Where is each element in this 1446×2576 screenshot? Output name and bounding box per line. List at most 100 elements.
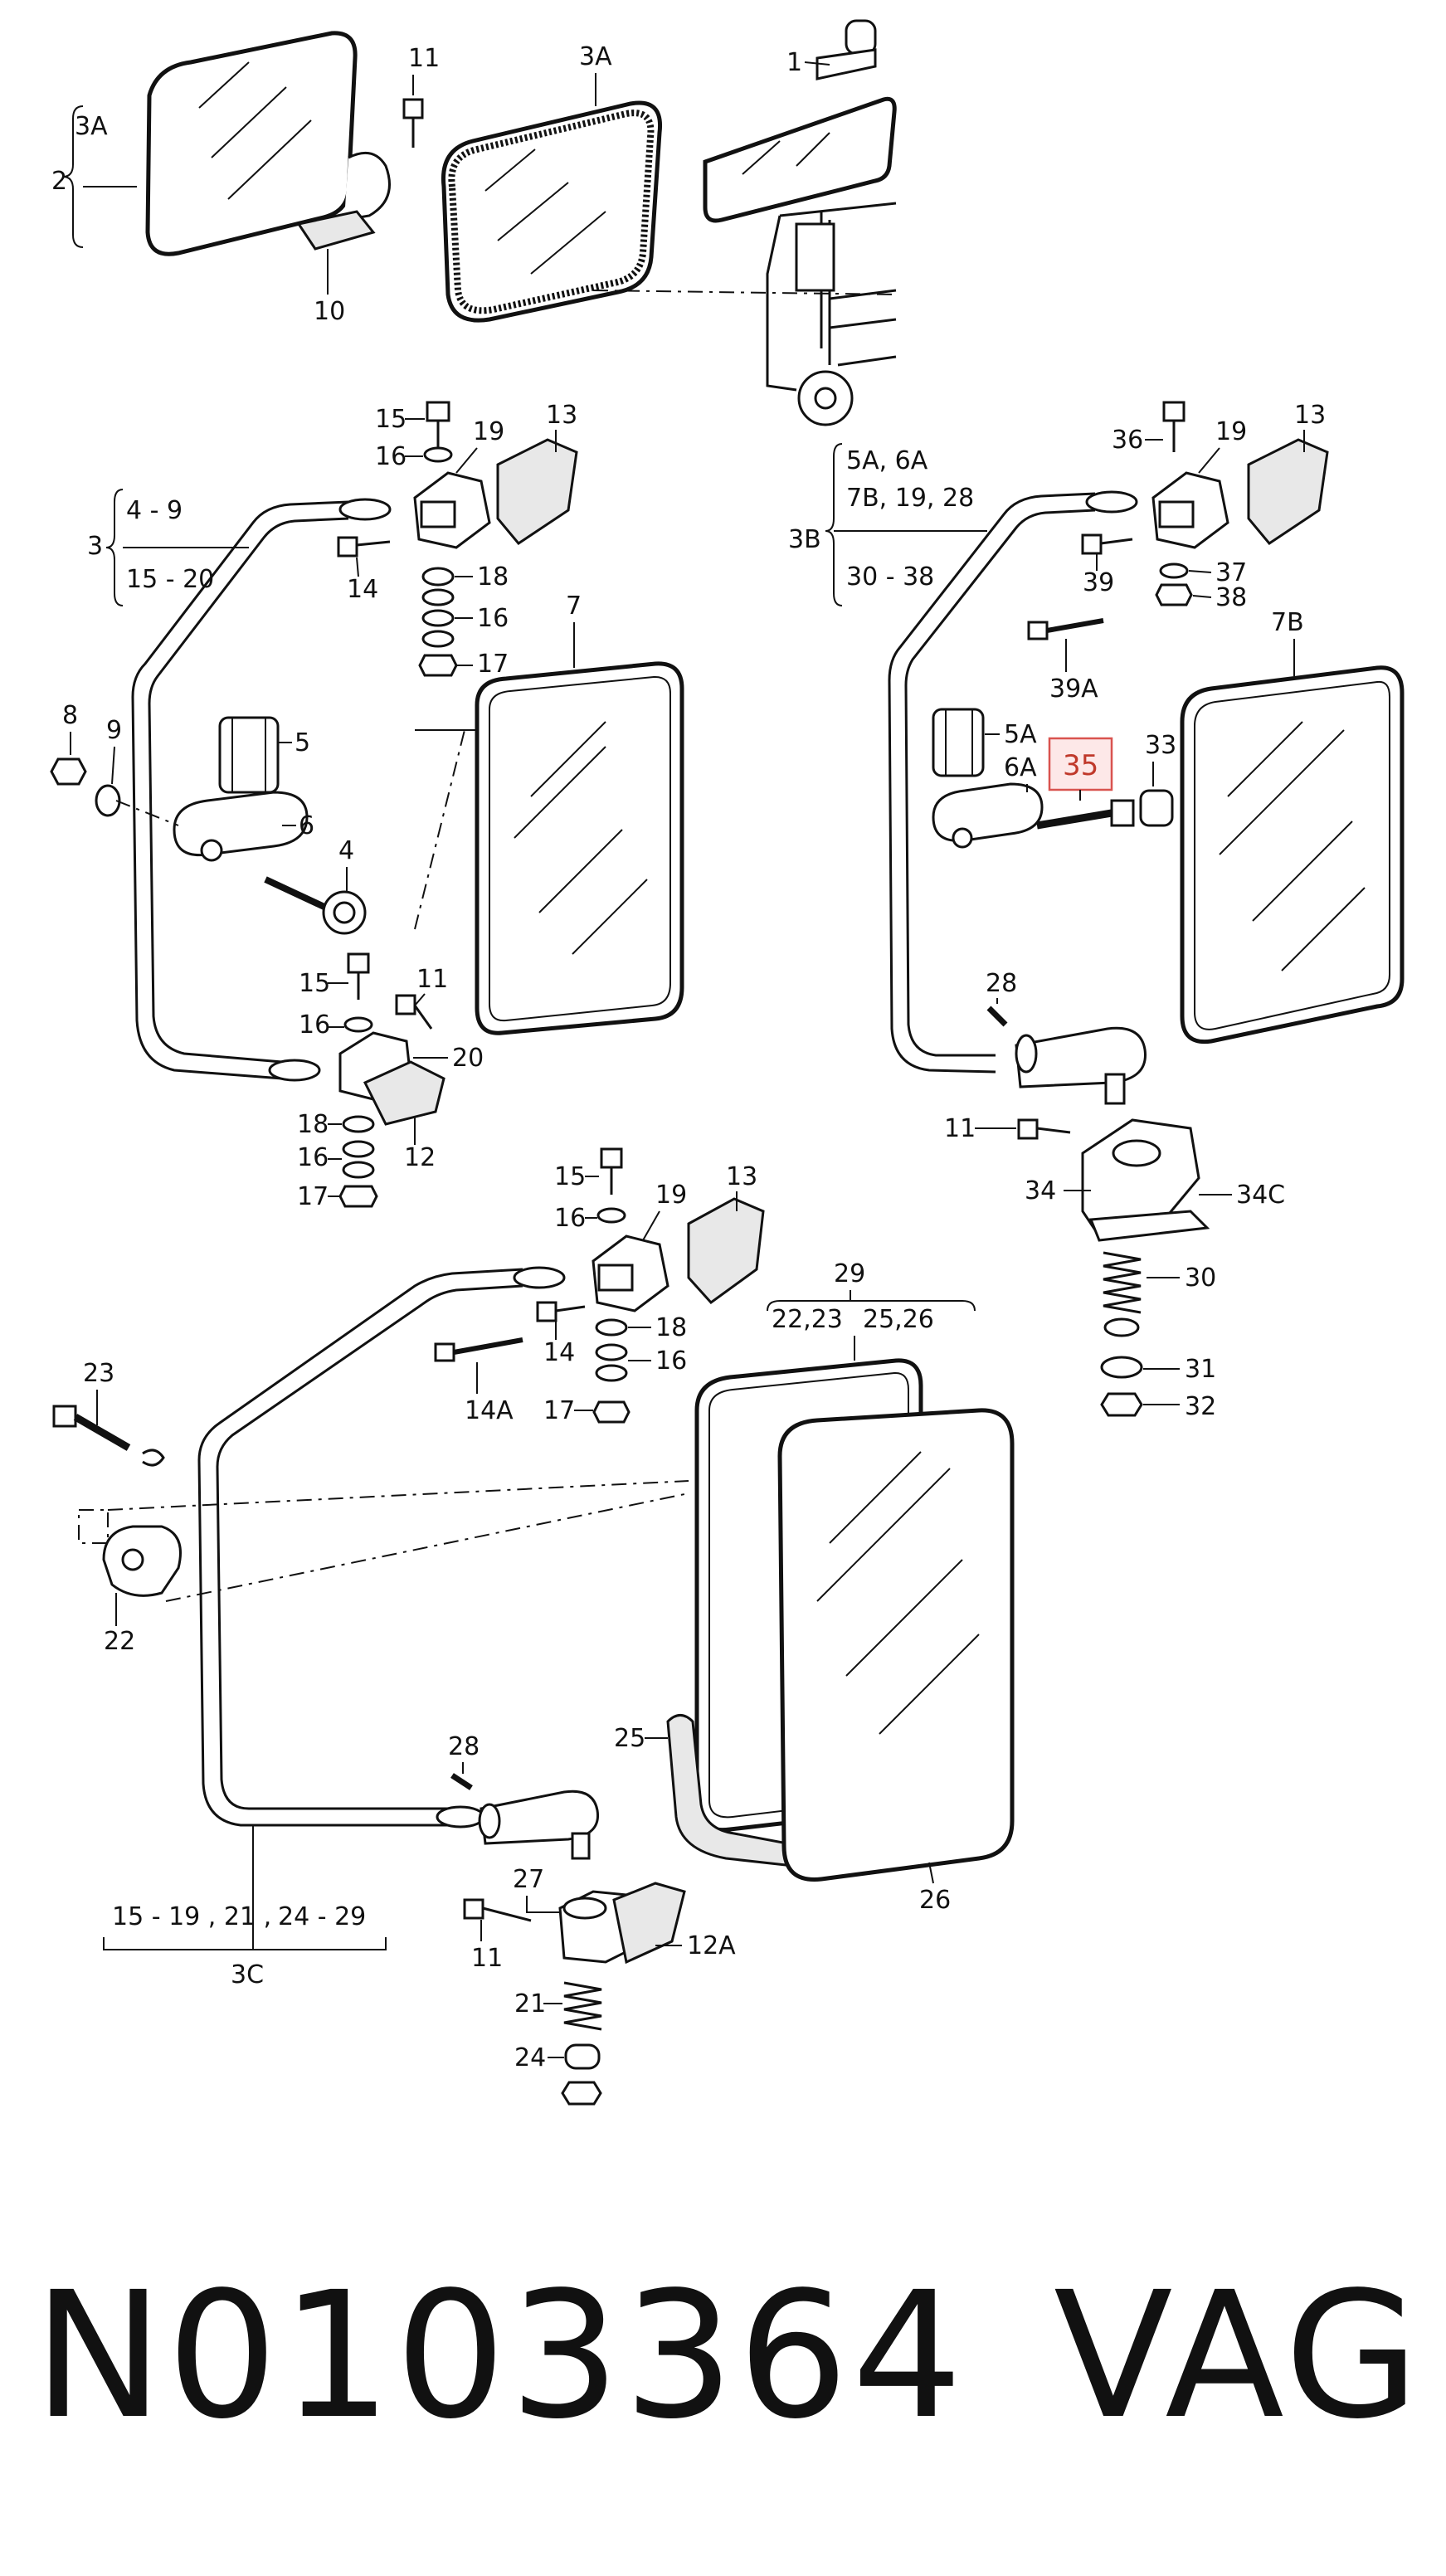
label-16c: 16 <box>299 1010 330 1040</box>
label-6A: 6A <box>1004 753 1037 782</box>
screw-14a <box>337 536 391 558</box>
label-3C: 3C <box>231 1960 264 1989</box>
brand-name: VAG <box>1054 2254 1423 2457</box>
label-15c: 15 <box>554 1162 586 1191</box>
spring-30 <box>1103 1251 1142 1314</box>
bolt-35 <box>1036 799 1135 830</box>
highlight-box-35: 35 <box>1048 737 1113 791</box>
washer-16c <box>343 1016 373 1033</box>
label-9: 9 <box>106 716 122 745</box>
plate-13a <box>496 438 578 545</box>
label-16f: 16 <box>655 1346 687 1376</box>
nut-17c <box>592 1400 630 1424</box>
label-28a: 28 <box>448 1732 480 1761</box>
label-13c: 13 <box>726 1162 757 1191</box>
screw-11-right <box>1017 1118 1071 1140</box>
label-11b: 11 <box>416 965 448 994</box>
group-3B-c: 30 - 38 <box>846 562 934 592</box>
label-3B: 3B <box>788 525 821 554</box>
washer-18a <box>421 567 455 587</box>
label-22: 22 <box>104 1627 135 1656</box>
label-34: 34 <box>1025 1176 1056 1205</box>
nut-17a <box>418 654 458 677</box>
washer-16b1 <box>421 588 455 606</box>
nut-lower <box>561 2081 602 2106</box>
bracket-20 <box>338 1031 445 1126</box>
hinge-27 <box>558 1882 686 1965</box>
washer-18c <box>595 1318 628 1337</box>
label-32: 32 <box>1185 1392 1216 1421</box>
washer-16f1 <box>595 1343 628 1361</box>
pivot-arm-lower <box>478 1790 600 1860</box>
label-23: 23 <box>83 1359 114 1388</box>
label-19a: 19 <box>473 417 504 446</box>
bracket-19-upper <box>413 471 491 549</box>
label-14b: 14 <box>543 1338 575 1367</box>
label-36: 36 <box>1112 426 1143 455</box>
group-3C-a: 15 - 19 , 21 , <box>112 1902 271 1931</box>
label-16b: 16 <box>477 604 509 633</box>
mirror-arm-3 <box>131 498 392 1082</box>
hinge-34 <box>1081 1118 1210 1242</box>
label-27: 27 <box>513 1865 544 1894</box>
washer-16b3 <box>421 630 455 648</box>
label-21: 21 <box>514 1989 546 2018</box>
label-25: 25 <box>614 1724 645 1753</box>
part-number: N0103364 <box>33 2254 966 2457</box>
label-15b: 15 <box>299 969 330 998</box>
bolt-15a <box>426 401 450 422</box>
label-14A: 14A <box>465 1396 514 1425</box>
group-29-b: 25,26 <box>863 1305 934 1334</box>
label-38: 38 <box>1215 583 1247 612</box>
group-3B-b: 7B, 19, 28 <box>846 484 974 513</box>
footer: N0103364 VAG <box>33 2240 1427 2472</box>
group-29-a: 22,23 <box>772 1305 843 1334</box>
label-19b: 19 <box>1215 417 1247 446</box>
screw-14b <box>536 1301 586 1322</box>
bolt-15c <box>600 1147 623 1169</box>
pivot-arm-right <box>1015 1026 1147 1105</box>
washer-31a <box>1103 1317 1140 1337</box>
parts-diagram: 3A 2 11 3A 1 10 3 4 - 9 15 - 20 15 16 19… <box>50 19 1405 2106</box>
label-3: 3 <box>87 532 103 561</box>
group-3-b: 15 - 20 <box>126 565 214 594</box>
label-12A: 12A <box>687 1931 736 1960</box>
label-16a: 16 <box>375 442 407 471</box>
washer-18b <box>342 1115 375 1133</box>
label-18b: 18 <box>297 1110 329 1139</box>
label-39: 39 <box>1083 568 1114 597</box>
label-5A: 5A <box>1004 720 1037 749</box>
label-16e: 16 <box>554 1204 586 1233</box>
label-10: 10 <box>314 297 345 326</box>
nut-17b <box>338 1185 378 1208</box>
label-2: 2 <box>51 167 67 196</box>
pin-28a <box>450 1773 473 1790</box>
plate-13b <box>1247 438 1329 545</box>
label-7: 7 <box>566 592 582 621</box>
seal-25 <box>666 1714 802 1868</box>
label-17b: 17 <box>297 1182 329 1211</box>
vehicle-outline <box>766 202 897 426</box>
screw-11-lower <box>463 1898 532 1922</box>
label-6: 6 <box>299 811 314 840</box>
label-13b: 13 <box>1294 401 1326 430</box>
bracket-19-right <box>1151 471 1229 549</box>
bracket-19-lower <box>592 1234 669 1312</box>
pin-28b <box>986 1006 1008 1027</box>
rubber-sleeve-5A <box>932 708 985 777</box>
label-19c: 19 <box>655 1181 687 1210</box>
label-17a: 17 <box>477 650 509 679</box>
screw-11-top <box>402 98 424 148</box>
label-16d: 16 <box>297 1143 329 1172</box>
label-3A-top: 3A <box>579 42 612 71</box>
label-20: 20 <box>452 1044 484 1073</box>
mirror-head-2 <box>145 31 391 256</box>
mirror-glass-26 <box>777 1408 1015 1882</box>
washer-37 <box>1159 562 1189 579</box>
bolt-36 <box>1162 401 1186 422</box>
washer-16f2 <box>595 1364 628 1382</box>
bolt-23 <box>52 1405 165 1467</box>
clamp-6 <box>173 791 309 862</box>
label-7B: 7B <box>1271 608 1304 637</box>
label-24: 24 <box>514 2043 546 2072</box>
